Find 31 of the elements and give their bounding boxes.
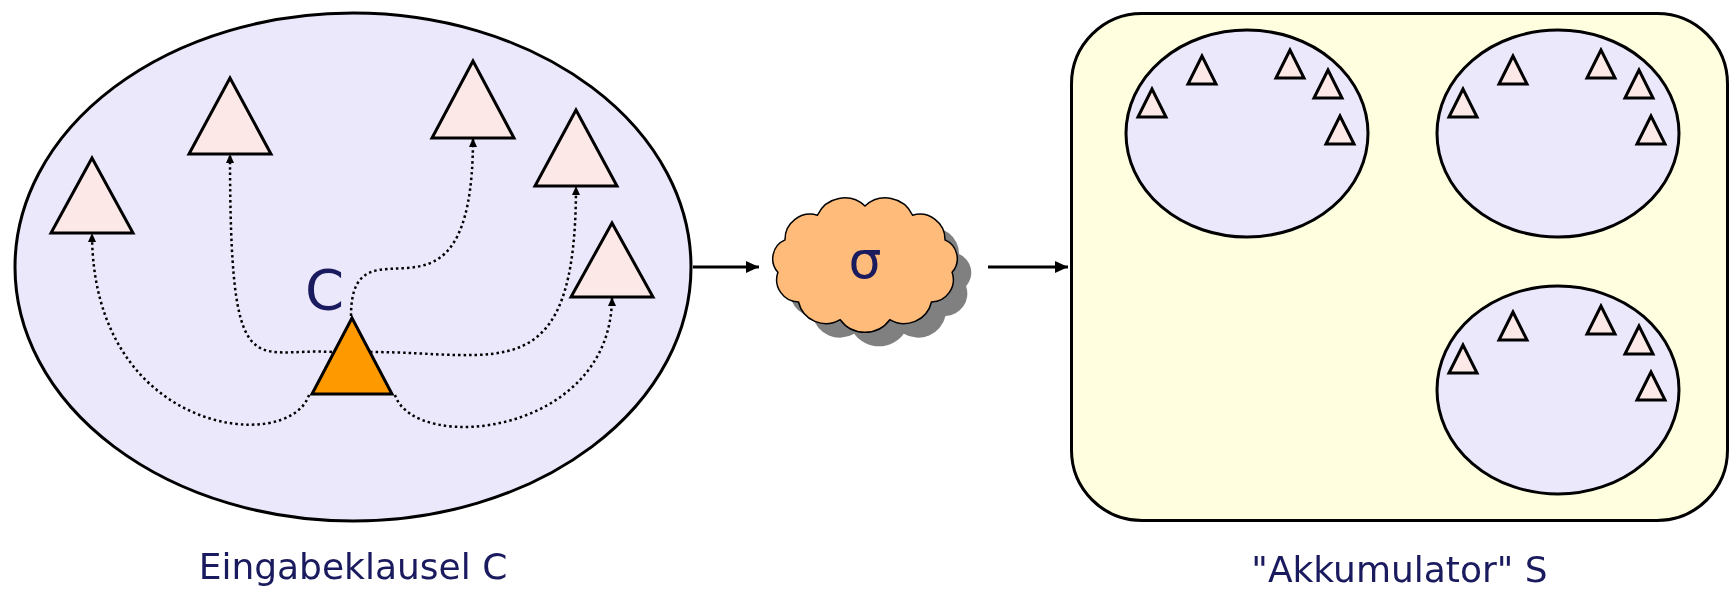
triangle-shape — [1584, 47, 1618, 81]
triangle-shape — [48, 155, 136, 236]
triangle-shape — [1446, 86, 1480, 120]
triangle-shape — [1622, 323, 1656, 357]
panel-label: "Akkumulator" S — [1250, 552, 1549, 588]
dotted-arrow — [349, 137, 477, 317]
dotted-arrow — [226, 154, 333, 354]
arrow — [988, 261, 1068, 273]
dotted-arrow — [393, 296, 615, 429]
arrow — [693, 261, 759, 273]
triangle-shape — [1584, 303, 1618, 337]
region-label: Eingabeklausel C — [197, 549, 509, 585]
triangle-shape — [429, 58, 517, 141]
triangle-shape — [568, 220, 656, 300]
triangle-shape — [1446, 342, 1480, 376]
triangle-shape — [1135, 86, 1169, 120]
triangle-shape — [1273, 47, 1307, 81]
triangle-shape — [1634, 369, 1668, 403]
dotted-arrow — [88, 232, 311, 426]
triangle-shape — [1496, 309, 1530, 343]
triangle-shape — [1323, 113, 1357, 147]
cloud-label: σ — [847, 234, 883, 286]
triangle-shape — [1185, 53, 1219, 87]
triangle-shape — [1496, 53, 1530, 87]
triangle-label: C — [305, 262, 345, 318]
triangle-shape — [532, 107, 620, 189]
triangle-shape — [186, 75, 274, 157]
triangle-shape — [1634, 113, 1668, 147]
dotted-arrow — [369, 185, 580, 357]
triangle-shape — [1622, 67, 1656, 101]
triangle-shape — [1311, 67, 1345, 101]
